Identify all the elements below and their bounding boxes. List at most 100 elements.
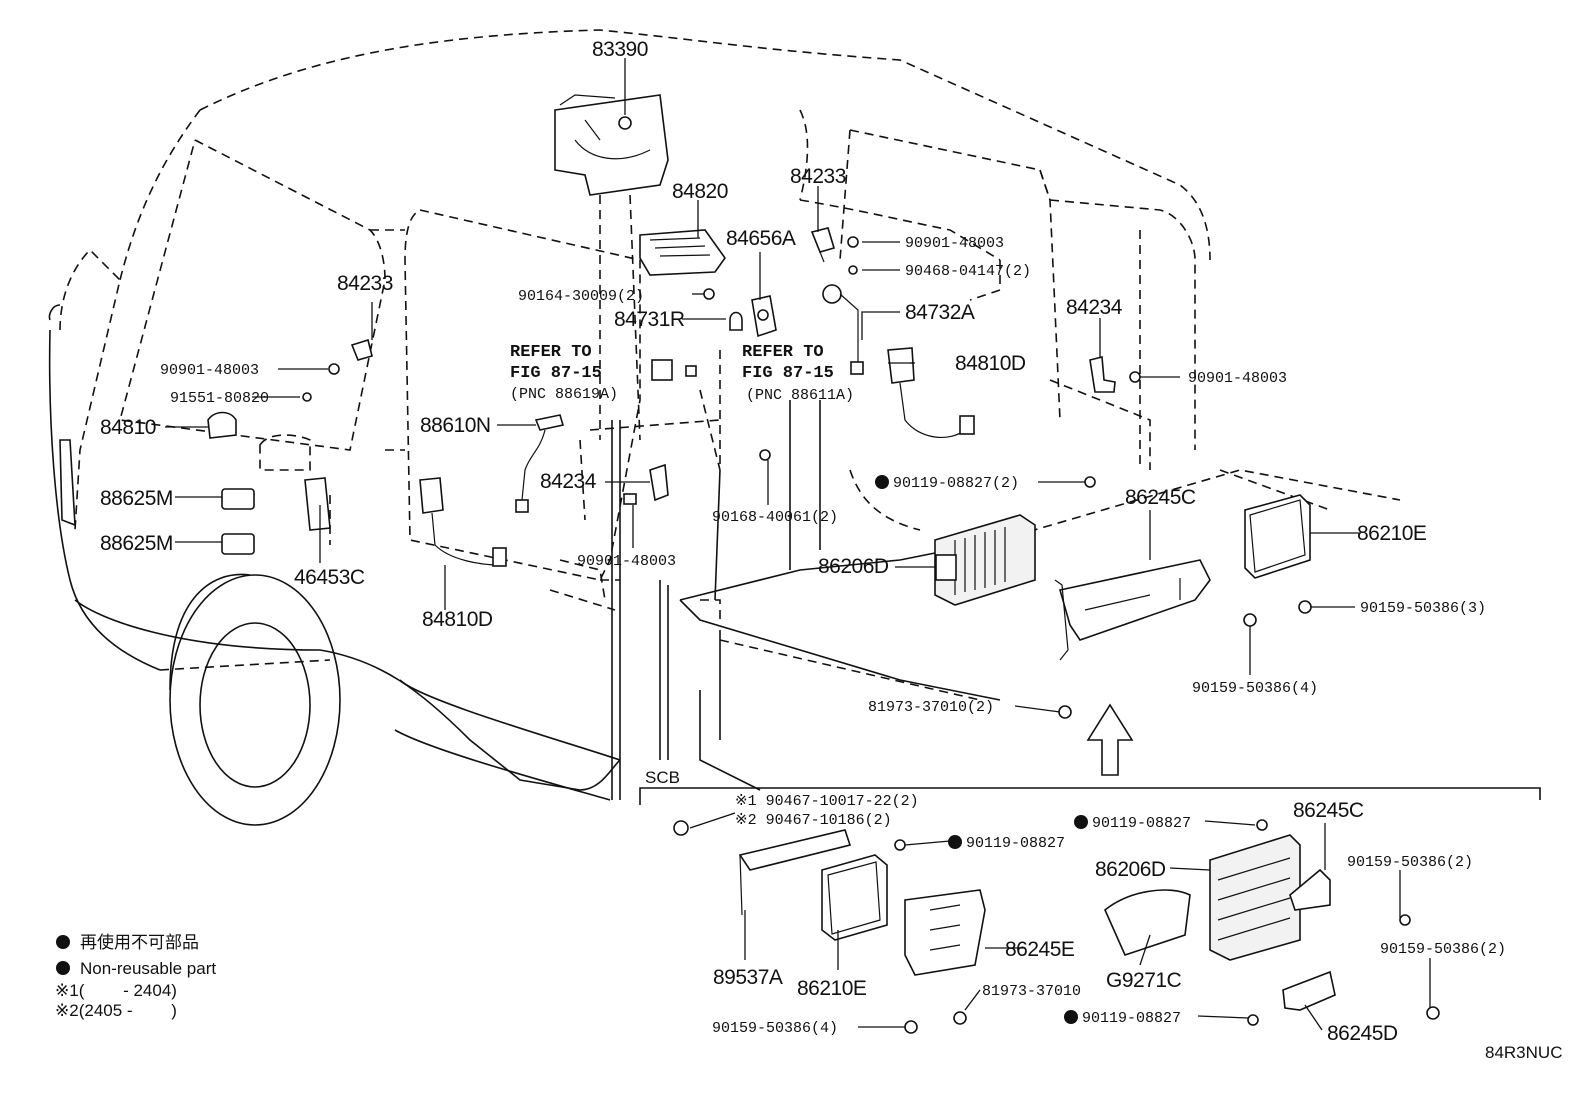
- component-86245D: [1282, 970, 1336, 1011]
- label-86245D: 86245D: [1327, 1022, 1398, 1045]
- label-90159-50386-2b: 90159-50386(2): [1380, 941, 1506, 958]
- label-84234-mid: 84234: [540, 470, 597, 493]
- non-reusable-dot-90119-c: [1074, 815, 1088, 829]
- label-86210E-top: 86210E: [1357, 522, 1427, 545]
- legend-dot-en: [56, 961, 70, 975]
- refer-left-line1: REFER TO: [510, 343, 592, 362]
- label-90119-08827-d: 90119-08827: [1082, 1010, 1181, 1027]
- component-89537A: [738, 829, 852, 916]
- vehicle-body-outline: [48, 29, 1401, 826]
- component-84820: [639, 229, 726, 276]
- component-86206D-bottom: [1209, 834, 1301, 961]
- component-84810: [207, 411, 237, 439]
- label-86210E-bottom: 86210E: [797, 977, 867, 1000]
- component-84234-right: [1089, 355, 1116, 393]
- non-reusable-dot-90119-b: [948, 835, 962, 849]
- non-reusable-dot-90119-a: [875, 475, 889, 489]
- label-84731R: 84731R: [614, 308, 685, 331]
- label-84810: 84810: [100, 416, 156, 439]
- label-90468-04147: 90468-04147(2): [905, 263, 1031, 280]
- component-84233-left: [350, 338, 373, 361]
- component-84234-mid: [623, 463, 669, 505]
- component-88610N: [515, 414, 565, 513]
- label-84656A: 84656A: [726, 227, 796, 250]
- refer-left-line2: FIG 87-15: [510, 364, 602, 383]
- label-90159-50386-2a: 90159-50386(2): [1347, 854, 1473, 871]
- label-90901-48003-a: 90901-48003: [905, 235, 1004, 252]
- label-91551-80820: 91551-80820: [170, 390, 269, 407]
- component-86245E: [904, 889, 986, 976]
- label-88625M-2: 88625M: [100, 532, 173, 555]
- label-84233-left: 84233: [337, 272, 393, 295]
- label-86245E: 86245E: [1005, 938, 1075, 961]
- label-90119-08827-c: 90119-08827: [1092, 815, 1191, 832]
- label-90901-48003-e: 90901-48003: [577, 553, 676, 570]
- legend-note-1: ※1( - 2404): [55, 981, 177, 1000]
- refer-right-line2: FIG 87-15: [742, 364, 834, 383]
- label-86206D-top: 86206D: [818, 555, 889, 578]
- legend-note-2: ※2(2405 - ): [55, 1001, 177, 1020]
- scb-frame: [639, 787, 1541, 805]
- label-90159-50386-4a: 90159-50386(4): [1192, 680, 1318, 697]
- label-86206D-bottom: 86206D: [1095, 858, 1166, 881]
- label-90159-50386-3: 90159-50386(3): [1360, 600, 1486, 617]
- label-88610N: 88610N: [420, 414, 491, 437]
- component-84810D-left: [419, 477, 507, 567]
- label-88625M-1: 88625M: [100, 487, 173, 510]
- label-81973-37010-2: 81973-37010(2): [868, 699, 994, 716]
- label-81973-37010-b: 81973-37010: [982, 983, 1081, 1000]
- component-84732A: [822, 284, 864, 375]
- component-refer-connector: [651, 359, 697, 381]
- label-90119-08827-a: 90119-08827(2): [893, 475, 1019, 492]
- label-90901-48003-c: 90901-48003: [160, 362, 259, 379]
- label-84810D-left: 84810D: [422, 608, 493, 631]
- refer-right-line1: REFER TO: [742, 343, 824, 362]
- component-G9271C: [1104, 889, 1191, 956]
- fastener-markers: [302, 236, 1440, 1034]
- label-90164-30009: 90164-30009(2): [518, 288, 644, 305]
- leader-lines: [165, 58, 1431, 1031]
- label-84233-top: 84233: [790, 165, 846, 188]
- component-46453C: [304, 477, 331, 545]
- component-86210E-bottom: [821, 854, 888, 941]
- label-46453C: 46453C: [294, 566, 365, 589]
- label-84732A: 84732A: [905, 301, 975, 324]
- label-89537A: 89537A: [713, 966, 783, 989]
- component-83390: [554, 94, 669, 196]
- label-90159-50386-4b: 90159-50386(4): [712, 1020, 838, 1037]
- label-84234-right: 84234: [1066, 296, 1123, 319]
- label-84820: 84820: [672, 180, 728, 203]
- refer-left-line3: (PNC 88619A): [510, 386, 618, 403]
- label-90467-2: ※2 90467-10186(2): [735, 812, 892, 829]
- legend: 再使用不可部品 Non-reusable part ※1( - 2404) ※2…: [55, 932, 216, 1020]
- label-90467-1: ※1 90467-10017-22(2): [735, 793, 919, 810]
- legend-dot-jp: [56, 935, 70, 949]
- label-G9271C: G9271C: [1106, 969, 1182, 992]
- component-86210E-top: [1244, 494, 1311, 579]
- refer-right-line3: (PNC 88611A): [746, 387, 854, 404]
- label-84810D-right: 84810D: [955, 352, 1026, 375]
- scb-label: SCB: [645, 768, 680, 787]
- component-84233-top: [810, 227, 835, 263]
- part-labels: 83390 84820 84233 84656A 90901-48003 904…: [100, 38, 1562, 1062]
- legend-non-reusable-en: Non-reusable part: [80, 959, 216, 978]
- component-84810D-right: [887, 347, 975, 438]
- component-86245C-bottom: [1289, 868, 1331, 911]
- component-86245C-top: [1054, 559, 1211, 661]
- non-reusable-dot-90119-d: [1064, 1010, 1078, 1024]
- up-arrow: [1086, 703, 1134, 776]
- component-88625M: [221, 488, 255, 555]
- label-86245C-top: 86245C: [1125, 486, 1196, 509]
- diagram-code: 84R3NUC: [1485, 1043, 1562, 1062]
- legend-non-reusable-jp: 再使用不可部品: [80, 932, 199, 952]
- label-83390: 83390: [592, 38, 648, 61]
- label-90901-48003-d: 90901-48003: [1188, 370, 1287, 387]
- component-84731R: [729, 311, 743, 331]
- label-86245C-bottom: 86245C: [1293, 799, 1364, 822]
- label-90119-08827-b: 90119-08827: [966, 835, 1065, 852]
- component-86206D-top: [934, 514, 1036, 606]
- label-90168-40061: 90168-40061(2): [712, 509, 838, 526]
- component-84656A: [751, 295, 777, 338]
